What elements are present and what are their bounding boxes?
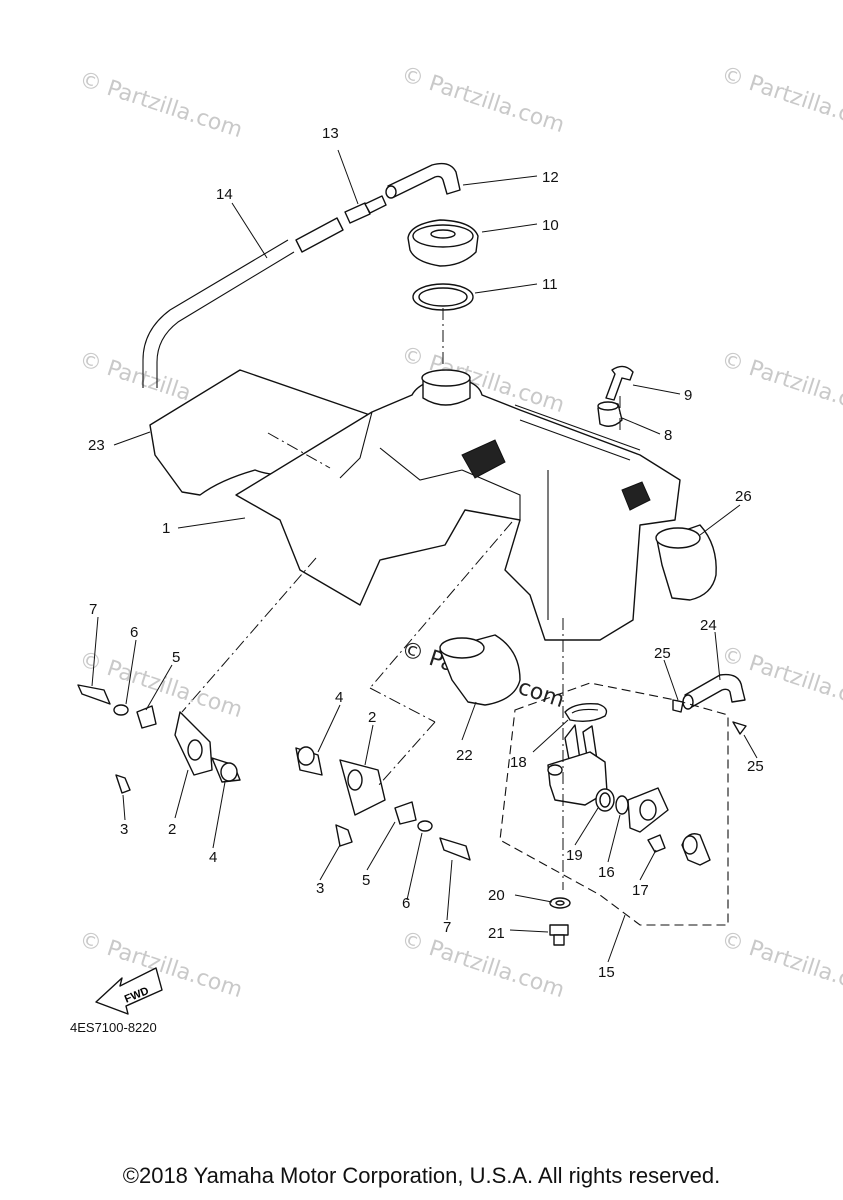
callout-19: 19: [566, 847, 583, 864]
diagram-code: 4ES7100-8220: [70, 1020, 157, 1035]
watermark: © Partzilla.com: [398, 62, 567, 138]
fuel-cock-body: [547, 724, 608, 806]
callout-17: 17: [632, 882, 649, 899]
callout-26: 26: [735, 488, 752, 505]
watermark: © Partzilla.com: [76, 67, 245, 143]
callout-14: 14: [216, 186, 233, 203]
callout-6: 6: [130, 624, 138, 641]
watermark: © Partzilla.com: [76, 927, 245, 1003]
callout-24: 24: [700, 617, 717, 634]
tank-bolt: [605, 365, 634, 401]
callout-7: 7: [443, 919, 451, 936]
callout-25: 25: [654, 645, 671, 662]
fuel-cap: [407, 219, 479, 267]
breather-hose: [142, 217, 344, 388]
rubber-sleeve: [655, 524, 717, 601]
callouts: 12 13 14 10 11 9 8 23 26 1 7 6 5 3 2 4 4…: [88, 125, 764, 981]
fuel-hose: [682, 673, 746, 710]
callout-8: 8: [664, 427, 672, 444]
fuel-cock-lever: [681, 833, 711, 866]
callout-12: 12: [542, 169, 559, 186]
copyright-notice: ©2018 Yamaha Motor Corporation, U.S.A. A…: [122, 1163, 721, 1188]
callout-20: 20: [488, 887, 505, 904]
elbow-hose: [385, 162, 461, 199]
callout-15: 15: [598, 964, 615, 981]
fuel-tank: [235, 369, 681, 641]
callout-4: 4: [335, 689, 343, 706]
callout-21: 21: [488, 925, 505, 942]
callout-25: 25: [747, 758, 764, 775]
watermark: © Partzilla.com: [398, 927, 567, 1003]
drain-washer: [549, 897, 571, 909]
watermark: © Partzilla.com: [718, 62, 843, 138]
callout-3: 3: [120, 821, 128, 838]
fuel-cock-gasket: [564, 702, 608, 723]
callout-3: 3: [316, 880, 324, 897]
callout-18: 18: [510, 754, 527, 771]
left-bracket-group: [77, 684, 241, 794]
watermark: © Partzilla.com: [718, 927, 843, 1003]
callout-1: 1: [162, 520, 170, 537]
cap-gasket: [412, 283, 474, 311]
tank-damper-sleeve: [439, 634, 521, 706]
callout-6: 6: [402, 895, 410, 912]
cock-plate: [627, 787, 669, 833]
o-ring: [595, 788, 615, 812]
callout-7: 7: [89, 601, 97, 618]
fwd-arrow-icon: FWD: [95, 967, 163, 1015]
callout-22: 22: [456, 747, 473, 764]
plate-screw: [647, 834, 666, 853]
watermark: © Partzilla.com: [718, 347, 843, 423]
callout-10: 10: [542, 217, 559, 234]
callout-2: 2: [168, 821, 176, 838]
washer: [615, 795, 629, 815]
right-bracket-group: [295, 746, 471, 861]
tank-damper: [597, 401, 623, 427]
callout-16: 16: [598, 864, 615, 881]
callout-9: 9: [684, 387, 692, 404]
callout-11: 11: [542, 276, 558, 293]
callout-2: 2: [368, 709, 376, 726]
leader-lines: [91, 149, 758, 963]
fuel-cock-assembly-outline: [499, 682, 729, 926]
callout-5: 5: [172, 649, 180, 666]
callout-5: 5: [362, 872, 370, 889]
callout-4: 4: [209, 849, 217, 866]
callout-13: 13: [322, 125, 339, 142]
check-valve: [344, 195, 387, 224]
callout-23: 23: [88, 437, 105, 454]
drain-screw: [549, 924, 569, 946]
center-lines: [181, 308, 621, 890]
hose-clip: [732, 721, 747, 735]
